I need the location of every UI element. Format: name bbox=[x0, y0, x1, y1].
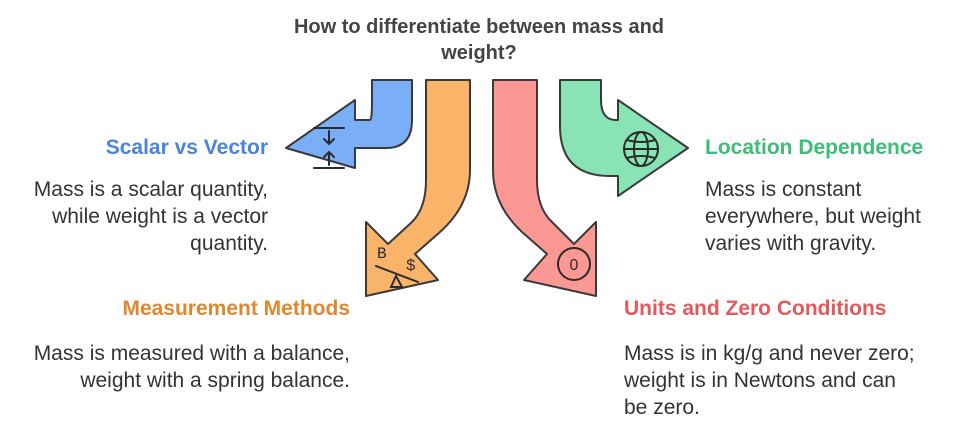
balance-right-label: $ bbox=[406, 257, 416, 275]
scalar-vector-heading: Scalar vs Vector bbox=[105, 136, 268, 159]
measurement-methods-text: Mass is measured with a balance, weight … bbox=[33, 342, 350, 392]
location-dependence-heading: Location Dependence bbox=[705, 136, 924, 159]
scalar-vector-text: Mass is a scalar quantity, while weight … bbox=[33, 178, 268, 255]
location-dependence-text: Mass is constant everywhere, but weight … bbox=[705, 178, 921, 255]
balance-left-label: B bbox=[377, 245, 387, 263]
units-zero-arrow bbox=[492, 79, 597, 297]
location-dependence-arrow bbox=[559, 79, 689, 197]
arrows-between-lines-icon bbox=[313, 127, 345, 169]
units-zero-heading: Units and Zero Conditions bbox=[624, 297, 887, 320]
zero-circle-icon: 0 bbox=[557, 247, 591, 281]
balance-scale-icon: B $ bbox=[375, 245, 419, 288]
measurement-methods-heading: Measurement Methods bbox=[122, 297, 350, 320]
globe-icon bbox=[623, 131, 659, 167]
zero-label: 0 bbox=[570, 257, 579, 274]
scalar-vector-arrow bbox=[285, 79, 413, 169]
units-zero-text: Mass is in kg/g and never zero; weight i… bbox=[624, 342, 915, 419]
measurement-methods-arrow bbox=[365, 79, 471, 297]
diagram-title: How to differentiate between mass and we… bbox=[293, 16, 665, 64]
